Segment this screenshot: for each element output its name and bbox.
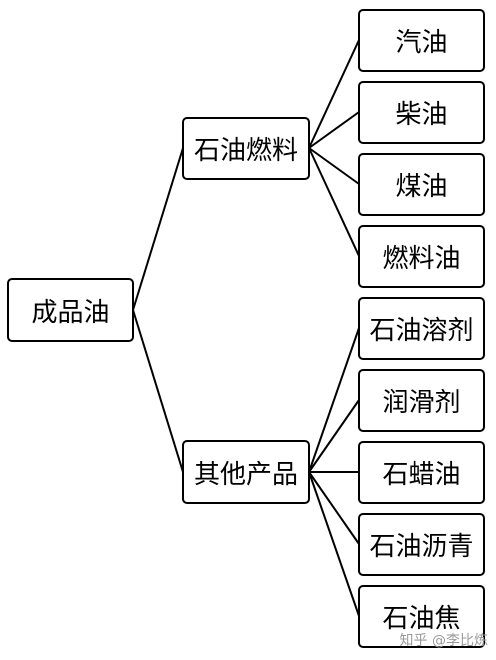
root-node: 成品油	[7, 278, 134, 342]
edge-fuel-kerosene	[308, 147, 360, 185]
edge-fuel-diesel	[308, 111, 360, 149]
edge-other-asphalt	[308, 471, 360, 545]
branch-node-other-products: 其他产品	[182, 440, 310, 504]
leaf-node-paraffin-oil: 石蜡油	[358, 441, 485, 504]
leaf-node-fuel-oil: 燃料油	[358, 225, 485, 288]
edge-other-solvent	[308, 327, 360, 473]
edge-fuel-fueloil	[308, 147, 360, 257]
leaf-node-diesel: 柴油	[358, 81, 485, 144]
edge-other-lubricant	[308, 399, 360, 473]
edge-fuel-gasoline	[308, 39, 360, 149]
leaf-node-petroleum-coke: 石油焦	[358, 585, 485, 648]
edge-root-fuel	[132, 147, 184, 311]
branch-node-petroleum-fuel: 石油燃料	[182, 117, 310, 180]
leaf-node-gasoline: 汽油	[358, 9, 485, 72]
leaf-node-petroleum-solvent: 石油溶剂	[358, 297, 485, 360]
edge-root-other	[132, 309, 184, 473]
leaf-node-kerosene: 煤油	[358, 153, 485, 216]
edge-other-coke	[308, 471, 360, 617]
leaf-node-lubricant: 润滑剂	[358, 369, 485, 432]
watermark: 知乎 @李比炼	[399, 633, 488, 649]
leaf-node-petroleum-asphalt: 石油沥青	[358, 513, 485, 576]
